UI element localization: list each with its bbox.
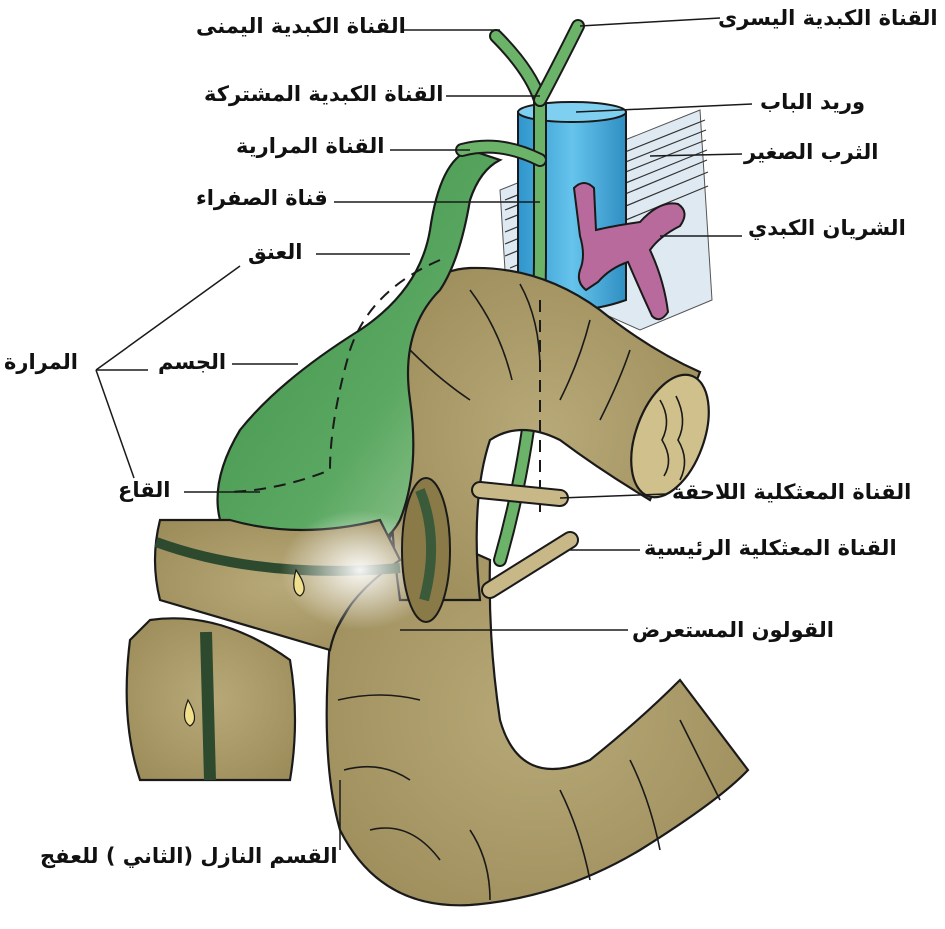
- label-fundus: القاع: [118, 478, 171, 502]
- label-accessory-pancreatic-duct: القناة المعثكلية اللاحقة: [672, 480, 912, 504]
- label-body: الجسم: [158, 350, 227, 374]
- label-cystic-duct: القناة المرارية: [236, 134, 385, 158]
- gallbladder-dashed-outline: [229, 259, 441, 493]
- label-lesser-omentum: الثرب الصغير: [744, 140, 879, 164]
- label-bile-duct: قناة الصفراء: [196, 186, 328, 210]
- label-transverse-colon: القولون المستعرض: [632, 618, 834, 642]
- label-portal-vein: وريد الباب: [760, 90, 866, 114]
- leader-lines: [95, 17, 753, 850]
- duodenal-opening: [401, 477, 451, 623]
- label-common-hepatic-duct: القناة الكبدية المشتركة: [204, 82, 444, 106]
- glow-area: [280, 510, 440, 630]
- colon-cut-end: [630, 373, 710, 499]
- superior-folds: [409, 283, 631, 421]
- stomach-band: [200, 631, 216, 781]
- label-main-pancreatic-duct: القناة المعثكلية الرئيسية: [644, 536, 897, 560]
- drop-1: [293, 568, 305, 597]
- label-left-hepatic-duct: القناة الكبدية اليسرى: [718, 6, 938, 30]
- hepatic-artery: [572, 182, 686, 321]
- duodenum-folds: [337, 694, 721, 901]
- label-descending-duodenum: القسم النازل (الثاني ) للعفج: [40, 844, 338, 868]
- label-gallbladder: المرارة: [4, 350, 78, 374]
- drop-2: [183, 698, 196, 727]
- label-right-hepatic-duct: القناة الكبدية اليمنى: [196, 14, 406, 38]
- label-hepatic-artery: الشريان الكبدي: [748, 216, 906, 240]
- label-neck: العنق: [248, 240, 303, 264]
